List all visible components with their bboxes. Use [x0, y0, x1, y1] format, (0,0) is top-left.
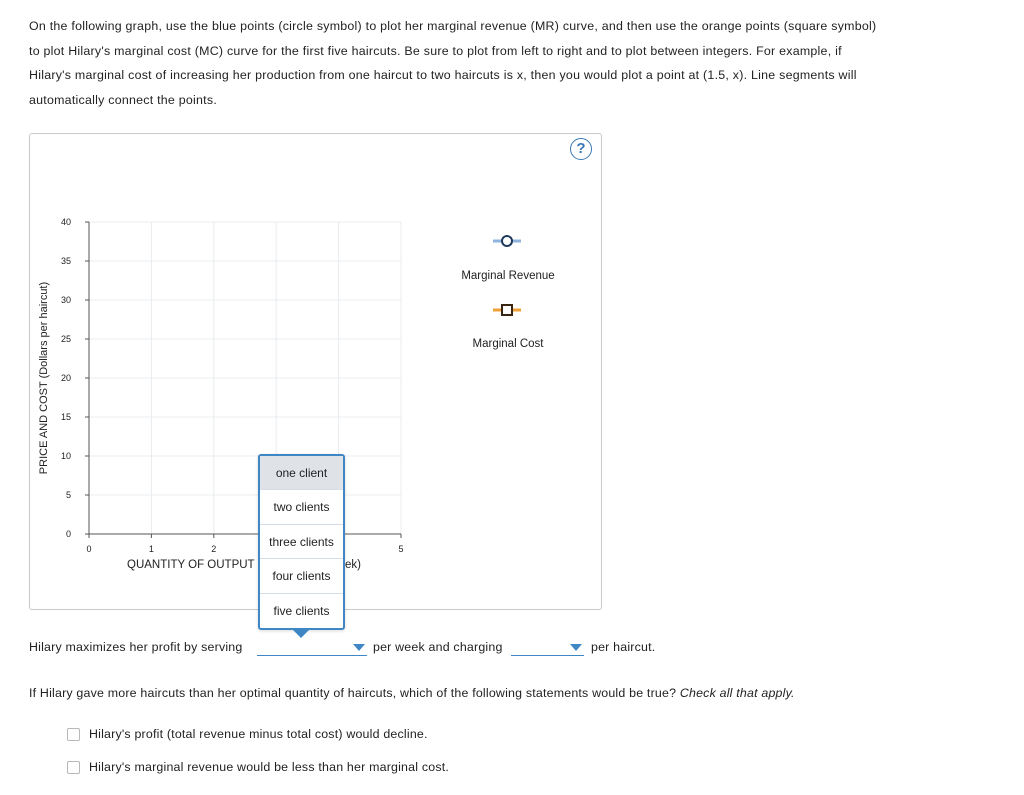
y-axis-label: PRICE AND COST (Dollars per haircut) [38, 281, 50, 475]
profit-sentence-suffix: per haircut. [591, 640, 656, 654]
dropdown-option[interactable]: five clients [273, 603, 330, 618]
answer-option-1[interactable]: Hilary's profit (total revenue minus tot… [67, 726, 428, 742]
instructions-line: Hilary's marginal cost of increasing her… [29, 68, 857, 83]
y-tick-label: 20 [61, 373, 71, 383]
price-select[interactable] [511, 640, 584, 656]
y-tick-label: 35 [61, 256, 71, 266]
x-tick-label: 2 [211, 544, 216, 554]
dropdown-pointer [293, 630, 309, 638]
question-hint: Check all that apply. [679, 686, 795, 700]
chevron-down-icon [570, 644, 582, 651]
y-tick-label: 25 [61, 334, 71, 344]
question-prompt: If Hilary gave more haircuts than her op… [29, 686, 677, 700]
question-text: If Hilary gave more haircuts than her op… [29, 686, 795, 700]
dropdown-option[interactable]: three clients [260, 525, 343, 560]
x-tick-label: 0 [86, 544, 91, 554]
x-ticks: 0 1 2 5 [86, 534, 404, 554]
y-tick-label: 15 [61, 412, 71, 422]
instructions: On the following graph, use the blue poi… [29, 14, 929, 112]
mr-legend-label: Marginal Revenue [461, 270, 555, 282]
y-tick-label: 10 [61, 451, 71, 461]
y-tick-label: 30 [61, 295, 71, 305]
answer-option-label: Hilary's profit (total revenue minus tot… [89, 727, 428, 741]
quantity-dropdown-menu: one client two clients three clients fou… [258, 454, 345, 630]
dropdown-option[interactable]: two clients [260, 490, 343, 525]
instructions-line: to plot Hilary's marginal cost (MC) curv… [29, 43, 842, 58]
y-tick-label: 40 [61, 217, 71, 227]
dropdown-option[interactable]: four clients [260, 559, 343, 594]
x-axis-label-tail: ek) [345, 559, 361, 571]
checkbox[interactable] [67, 760, 80, 774]
dropdown-option[interactable]: one client [260, 456, 343, 491]
answer-option-label: Hilary's marginal revenue would be less … [89, 760, 450, 774]
profit-sentence-middle: per week and charging [373, 640, 503, 654]
y-tick-label: 5 [66, 490, 71, 500]
checkbox[interactable] [67, 727, 80, 741]
answer-option-2[interactable]: Hilary's marginal revenue would be less … [67, 759, 449, 775]
instructions-line: automatically connect the points. [29, 92, 218, 107]
profit-sentence-prefix: Hilary maximizes her profit by serving [29, 640, 243, 654]
chevron-down-icon [353, 644, 365, 651]
x-axis-label: QUANTITY OF OUTPUT [127, 559, 255, 571]
instructions-line: On the following graph, use the blue poi… [29, 19, 877, 33]
mc-legend-label: Marginal Cost [472, 338, 544, 350]
quantity-select[interactable] [257, 640, 367, 656]
help-icon[interactable]: ? [570, 138, 592, 160]
x-tick-label: 5 [398, 544, 403, 554]
x-tick-label: 1 [149, 544, 154, 554]
y-ticks: 40 35 30 25 20 15 10 5 0 [61, 217, 89, 539]
y-tick-label: 0 [66, 529, 71, 539]
grid-lines [89, 221, 402, 534]
mr-tool-icon[interactable] [491, 233, 523, 249]
mc-tool-icon[interactable] [491, 302, 523, 318]
